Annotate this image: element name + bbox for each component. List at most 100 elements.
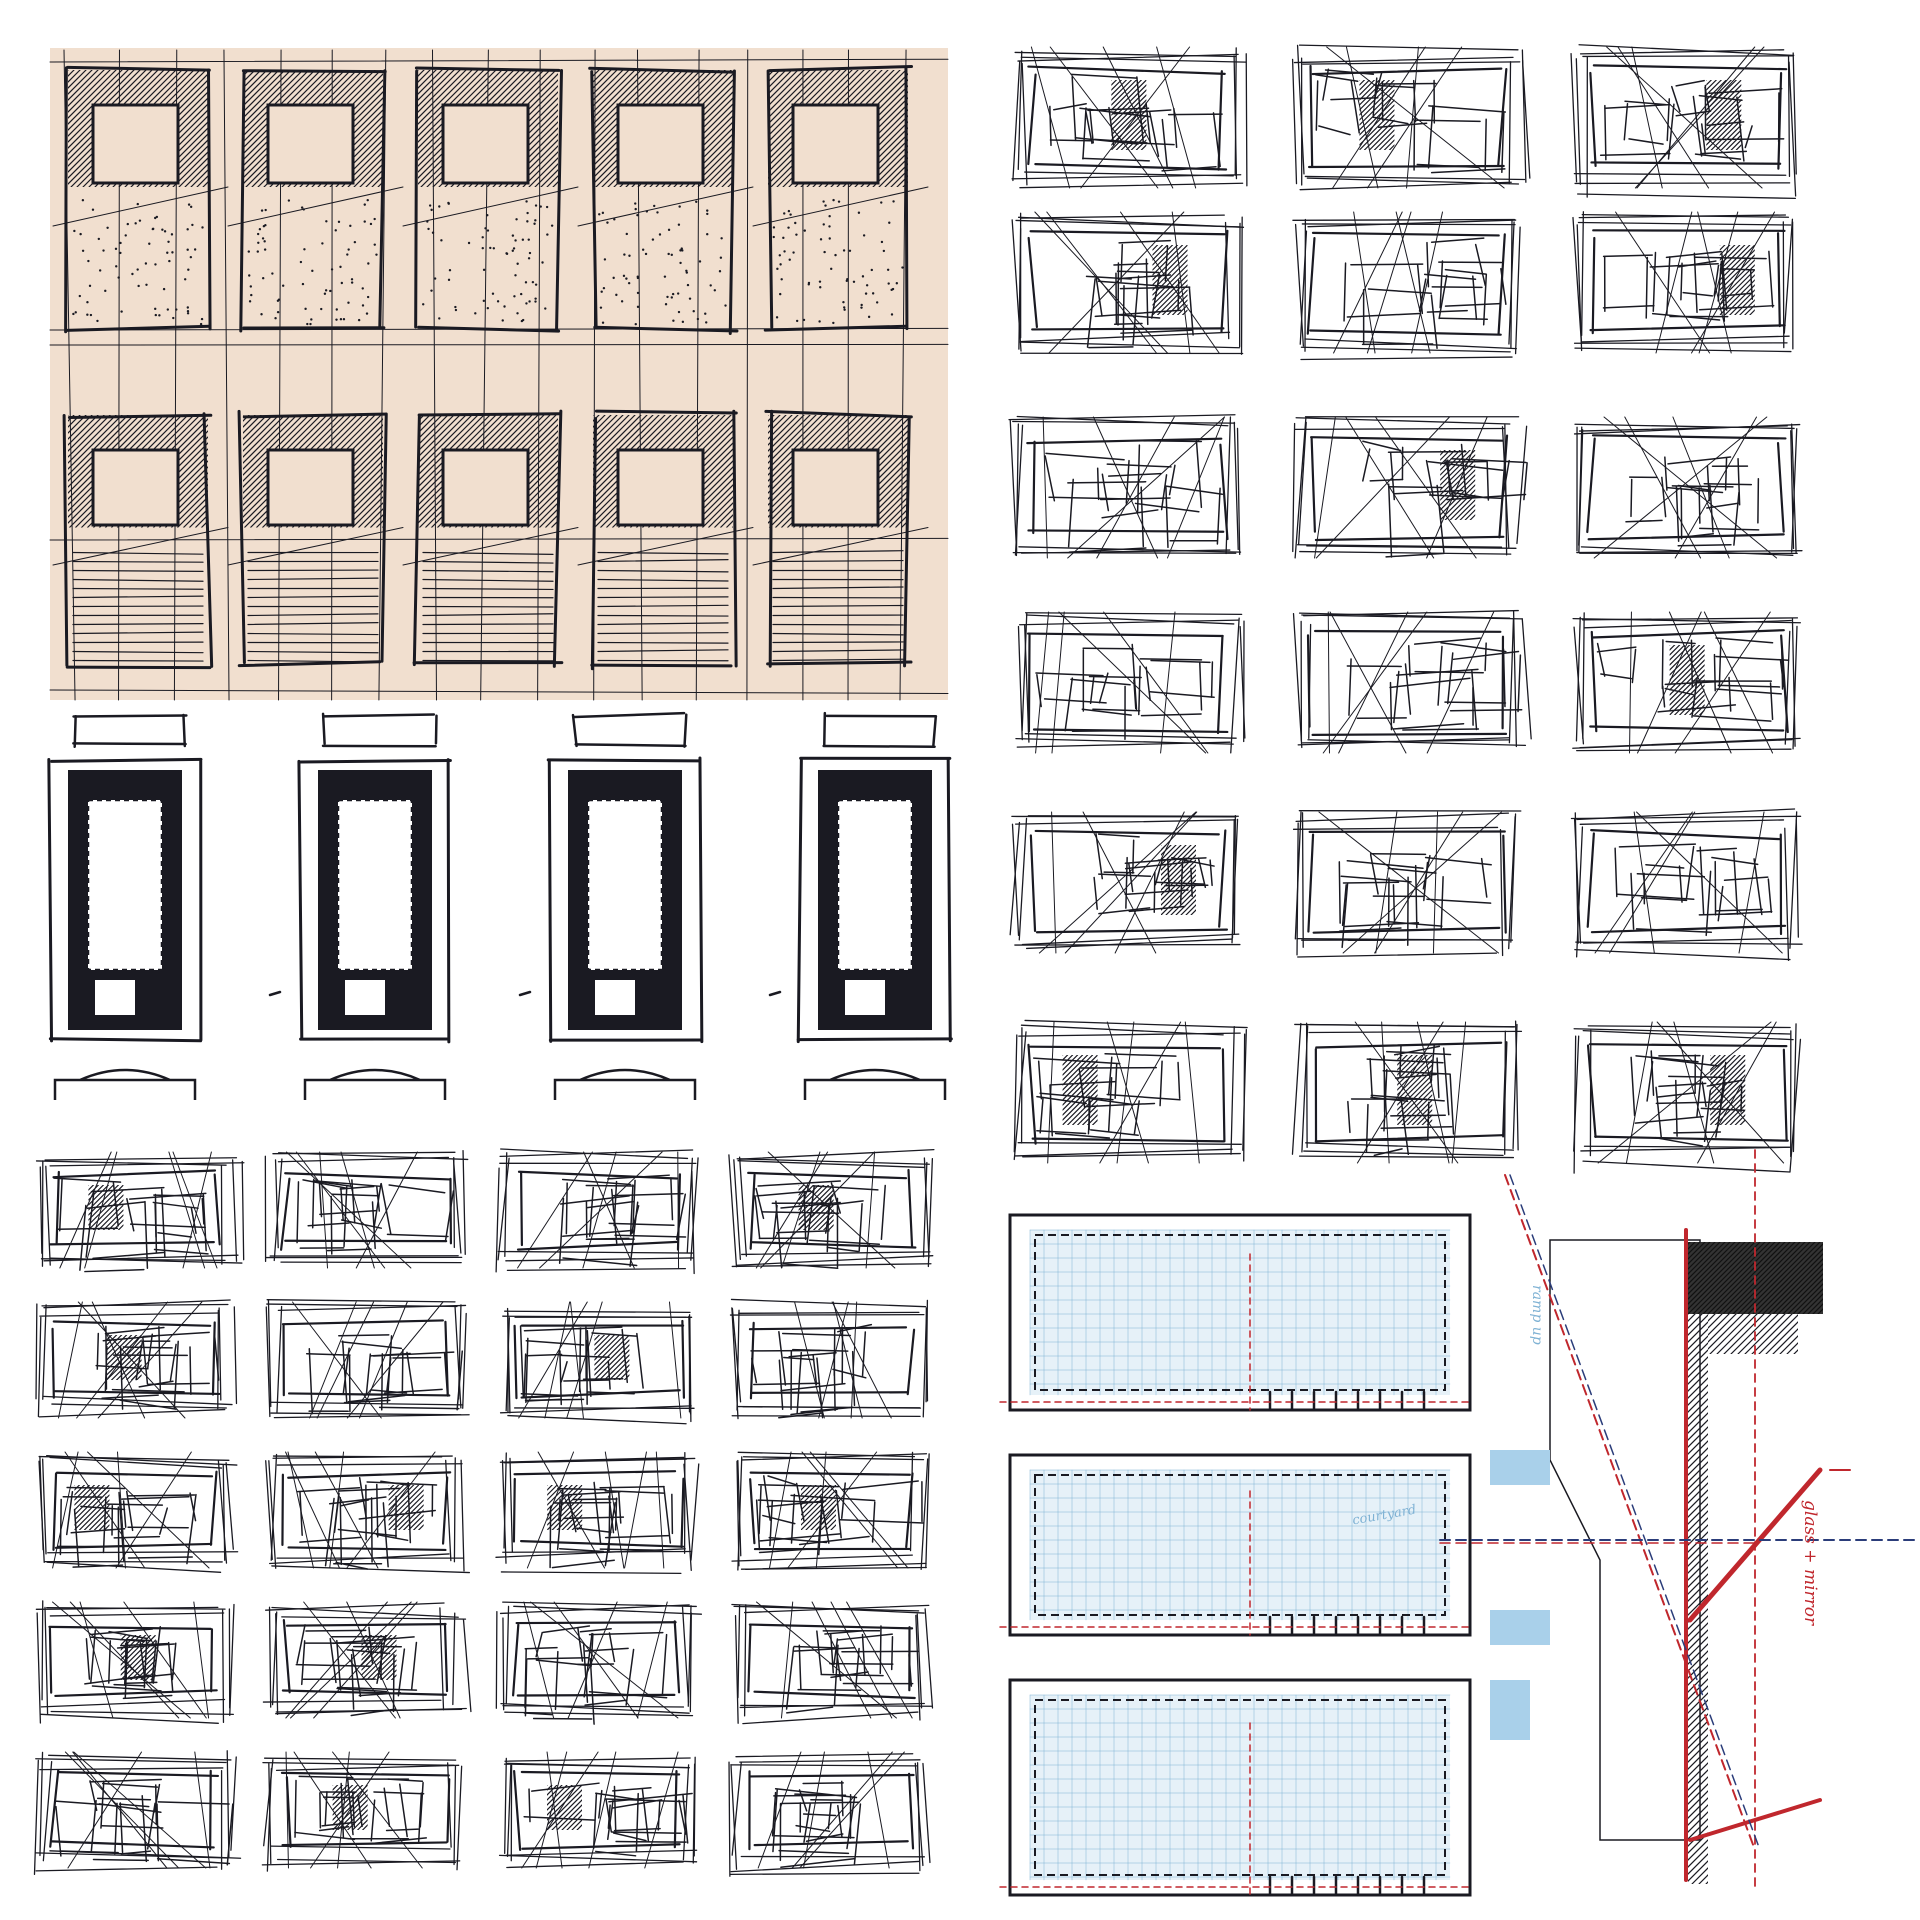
stipple-dot	[534, 283, 538, 286]
stroke	[748, 1326, 908, 1331]
stroke	[1359, 80, 1366, 86]
stroke	[1161, 289, 1188, 315]
stroke	[307, 1222, 350, 1227]
stroke	[39, 1455, 44, 1551]
stipple-dot	[603, 258, 607, 261]
stroke	[357, 502, 383, 528]
stroke	[802, 1782, 844, 1785]
stroke	[413, 1519, 424, 1530]
stipple-dot	[795, 233, 798, 236]
stroke	[1661, 639, 1664, 690]
stroke	[418, 70, 467, 119]
stroke	[243, 70, 274, 101]
stroke	[798, 1644, 802, 1690]
stroke	[1099, 497, 1171, 501]
stipple-dot	[369, 222, 373, 226]
stroke	[1314, 535, 1505, 542]
stroke	[452, 1159, 462, 1254]
stroke	[1149, 691, 1215, 699]
stroke	[547, 1785, 563, 1801]
stroke	[599, 1548, 663, 1552]
stroke	[1397, 1069, 1433, 1106]
stroke	[1350, 263, 1424, 266]
stroke	[768, 70, 811, 113]
stroke	[209, 1769, 212, 1851]
stroke	[781, 1332, 852, 1337]
stroke	[613, 1785, 617, 1834]
stroke	[275, 1707, 467, 1715]
stroke	[285, 1601, 388, 1719]
stroke	[553, 1601, 639, 1719]
stroke	[73, 715, 77, 748]
stroke	[462, 1618, 472, 1713]
stroke	[608, 1792, 693, 1803]
stroke	[388, 1494, 424, 1530]
stroke	[502, 1550, 693, 1553]
stroke	[1706, 99, 1742, 136]
stroke	[809, 1451, 909, 1569]
stroke	[1575, 616, 1581, 742]
stroke	[361, 1635, 388, 1661]
stroke	[661, 1633, 668, 1696]
stroke	[385, 1669, 397, 1680]
beige-plan-sketch	[402, 66, 579, 333]
outer-wall	[1008, 1678, 1472, 1897]
stroke	[1484, 118, 1487, 172]
stroke	[1673, 1131, 1722, 1134]
stroke	[1145, 258, 1149, 326]
stroke	[1128, 905, 1186, 913]
stroke	[798, 1185, 834, 1221]
stroke	[342, 1804, 368, 1830]
stipple-dot	[692, 310, 695, 313]
stroke	[52, 1169, 217, 1179]
stroke	[1152, 254, 1188, 291]
stroke	[1115, 313, 1161, 319]
stroke	[1680, 262, 1683, 301]
stroke	[904, 65, 909, 331]
stipple-dot	[681, 320, 685, 324]
stroke	[530, 1601, 679, 1719]
stroke	[84, 1151, 118, 1269]
stroke	[1710, 1074, 1746, 1111]
stroke	[731, 1554, 913, 1562]
stroke	[861, 1331, 867, 1378]
stroke	[347, 1394, 406, 1403]
stipple-dot	[823, 250, 826, 254]
stroke	[512, 1623, 520, 1697]
stipple-dot	[779, 263, 782, 266]
stroke	[1036, 1130, 1087, 1135]
stroke	[243, 415, 310, 482]
stipple-dot	[521, 238, 525, 241]
stroke	[1719, 245, 1751, 276]
stroke	[388, 1485, 420, 1516]
stipple-dot	[550, 224, 554, 227]
stroke	[1161, 165, 1217, 172]
stroke	[1322, 611, 1428, 754]
stroke	[593, 70, 624, 101]
stroke	[271, 1565, 470, 1574]
stroke	[1307, 833, 1315, 933]
stroke	[397, 1648, 406, 1697]
stroke	[833, 1638, 839, 1666]
stroke	[1590, 630, 1598, 733]
stroke	[1669, 679, 1705, 715]
stroke	[1645, 256, 1649, 319]
stroke	[547, 1794, 583, 1830]
stroke	[772, 586, 904, 590]
stroke	[1430, 1044, 1435, 1084]
stroke	[1717, 684, 1781, 688]
stipple-dot	[161, 228, 164, 231]
hatch	[1708, 1314, 1798, 1354]
stroke	[52, 186, 229, 227]
stroke	[418, 415, 455, 452]
blue-wash	[1490, 1610, 1550, 1645]
stroke	[1347, 1100, 1351, 1134]
stroke	[1629, 611, 1632, 754]
stroke	[321, 712, 326, 745]
stipple-dot	[189, 205, 193, 209]
stroke	[905, 1472, 914, 1549]
stipple-dot	[534, 300, 537, 303]
stipple-dot	[772, 235, 775, 239]
beige-plan-sketch	[752, 409, 929, 668]
